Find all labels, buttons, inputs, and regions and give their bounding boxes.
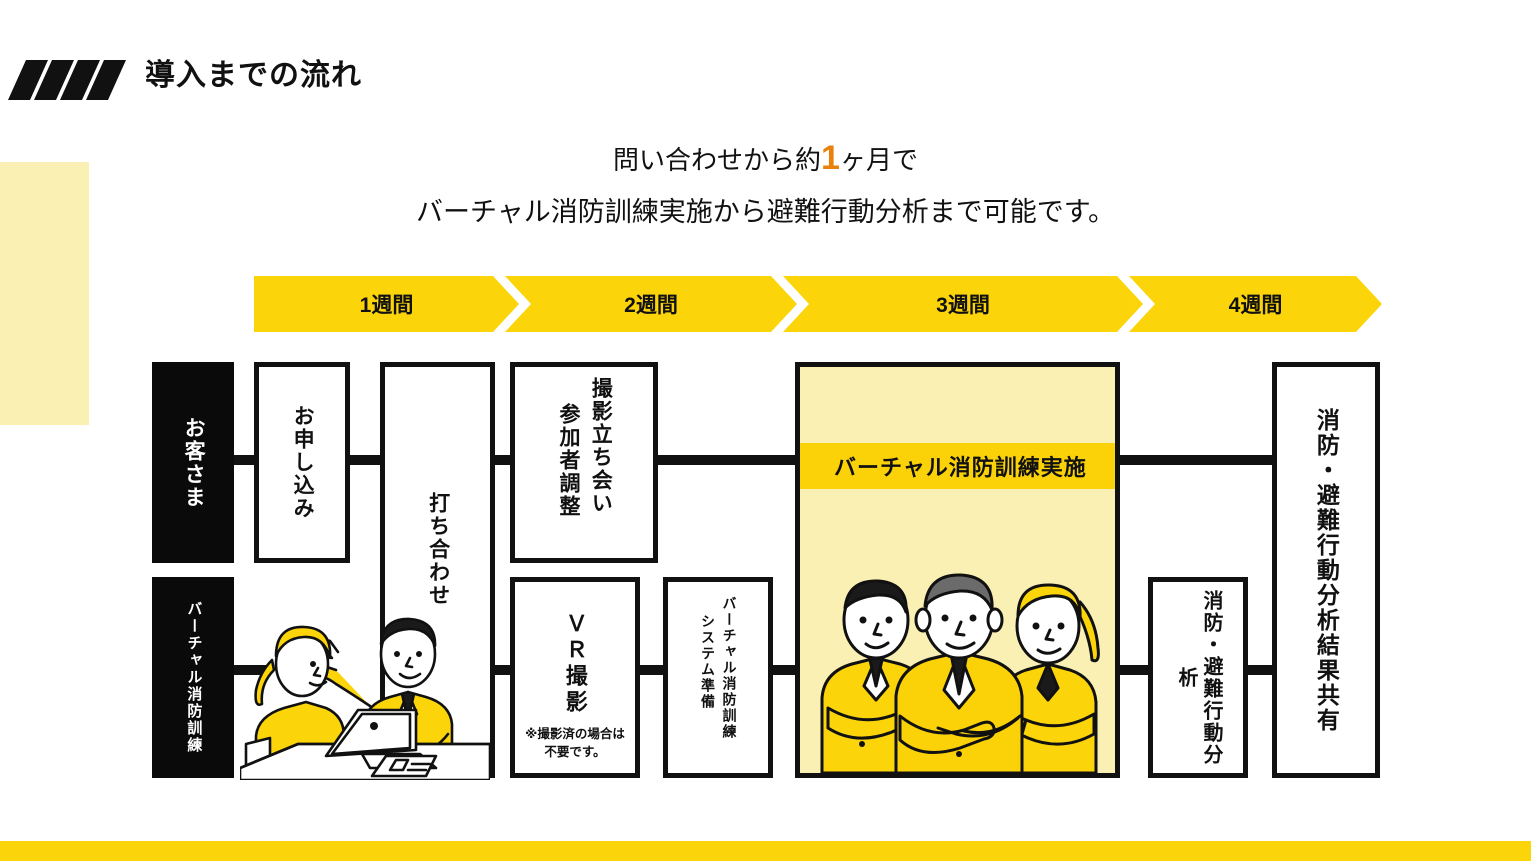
connector-lane1-b bbox=[345, 455, 405, 465]
step-label: お申し込み bbox=[291, 405, 315, 520]
connector-lane2-a bbox=[230, 665, 270, 675]
highlight-panel-band: バーチャル消防訓練実施 bbox=[800, 443, 1115, 489]
step-label-secondary: システム準備 bbox=[700, 614, 716, 710]
connector-lane1-a bbox=[230, 455, 270, 465]
step-box-share-result: 消防・避難行動分析結果共有 bbox=[1272, 362, 1380, 778]
connector-lane2-b bbox=[482, 665, 527, 675]
step-note-line-1: ※撮影済の場合は bbox=[525, 727, 625, 741]
timeline-arrows: 1週間 2週間 3週間 4週間 bbox=[0, 276, 1531, 332]
connector-lane2-f bbox=[1243, 665, 1288, 675]
timeline-arrow-label: 4週間 bbox=[1228, 294, 1283, 317]
step-box-vr-shooting: ＶＲ撮影 bbox=[510, 577, 640, 778]
connector-lane1-c bbox=[482, 455, 527, 465]
subtitle-line1-before: 問い合わせから約 bbox=[613, 145, 822, 175]
lane-label-virtual-drill: バーチャル消防訓練 bbox=[152, 577, 234, 778]
timeline-arrow-label: 2週間 bbox=[624, 294, 678, 317]
step-label: 打ち合わせ bbox=[426, 492, 450, 607]
step-label: ＶＲ撮影 bbox=[562, 611, 588, 716]
three-people-team-illustration bbox=[820, 573, 1100, 773]
step-note-line-2: 不要です。 bbox=[544, 745, 606, 760]
connector-lane2-c bbox=[640, 665, 675, 675]
subtitle-line-2: バーチャル消防訓練実施から避難行動分析まで可能です。 bbox=[415, 197, 1116, 227]
step-label: 撮影立ち会い bbox=[589, 377, 613, 515]
subtitle-line-1: 問い合わせから約1ヶ月で bbox=[0, 132, 1531, 186]
lane-label-text: バーチャル消防訓練 bbox=[185, 601, 203, 754]
timeline-arrow-week-4: 4週間 bbox=[1129, 276, 1382, 332]
page-header: 導入までの流れ bbox=[0, 52, 1531, 108]
subtitle-line1-after: ヶ月で bbox=[839, 145, 918, 175]
diagonal-stripes-icon bbox=[8, 60, 126, 100]
bottom-accent-bar bbox=[0, 841, 1531, 861]
subtitle-block: 問い合わせから約1ヶ月で バーチャル消防訓練実施から避難行動分析まで可能です。 bbox=[0, 132, 1531, 238]
lane-label-text: お客さま bbox=[182, 416, 206, 509]
timeline-arrow-week-3: 3週間 bbox=[783, 276, 1143, 332]
step-label: 消防・避難行動分析結果共有 bbox=[1313, 407, 1340, 733]
step-box-shoot-attendance: 撮影立ち会い 参加者調整 bbox=[510, 362, 658, 563]
timeline-arrow-week-2: 2週間 bbox=[505, 276, 797, 332]
connector-lane1-e bbox=[1115, 455, 1280, 465]
connector-lane1-d bbox=[640, 455, 815, 465]
step-box-system-prep: バーチャル消防訓練 システム準備 bbox=[663, 577, 773, 778]
decorative-yellow-block bbox=[0, 162, 89, 425]
connector-lane2-d bbox=[772, 665, 810, 675]
step-label: バーチャル消防訓練 bbox=[721, 596, 738, 740]
step-box-apply: お申し込み bbox=[254, 362, 350, 563]
connector-lane2-e bbox=[1115, 665, 1160, 675]
step-note-vr-shooting: ※撮影済の場合は 不要です。 bbox=[510, 725, 640, 761]
two-people-at-desk-illustration bbox=[240, 617, 490, 780]
subtitle-highlight-number: 1 bbox=[821, 139, 840, 177]
page-title: 導入までの流れ bbox=[145, 59, 362, 92]
timeline-arrow-label: 3週間 bbox=[936, 294, 990, 317]
timeline-arrow-week-1: 1週間 bbox=[254, 276, 519, 332]
step-label: 消防・避難行動分析 bbox=[1175, 589, 1222, 766]
highlight-panel-drill-execution: バーチャル消防訓練実施 bbox=[795, 362, 1120, 778]
timeline-arrow-label: 1週間 bbox=[359, 294, 414, 317]
lane-label-customer: お客さま bbox=[152, 362, 234, 563]
step-label-secondary: 参加者調整 bbox=[557, 403, 580, 518]
highlight-panel-label: バーチャル消防訓練実施 bbox=[834, 455, 1087, 480]
step-box-analysis: 消防・避難行動分析 bbox=[1148, 577, 1248, 778]
